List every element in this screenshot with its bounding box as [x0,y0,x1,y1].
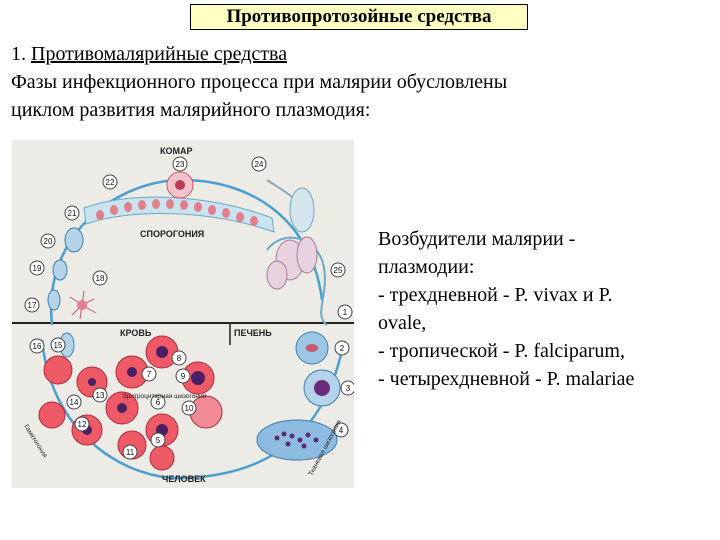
pathogens-line-4: ovale, [378,312,427,334]
stage-number-circle [150,432,166,448]
stage-number-circle [29,338,45,354]
pathogens-line-1: Возбудители малярии - [378,228,576,250]
intro-line-1: Фазы инфекционного процесса при малярии … [11,71,508,93]
label-sporogony: СПОРОГОНИЯ [140,229,204,239]
label-erythrocytic-schizogony: Эритроцитарная шизогония [122,393,207,400]
stage-number-20: 20 [44,237,53,246]
stage-number-circle [330,262,346,278]
intro-line-2: циклом развития малярийного плазмодия: [11,99,371,121]
stage-number-circle [333,422,349,438]
label-liver: ПЕЧЕНЬ [234,328,272,338]
stage-number-11: 11 [126,448,135,457]
stage-number-circle [92,270,108,286]
stage-number-1: 1 [343,308,348,317]
stage-number-circle [122,444,138,460]
stage-number-4: 4 [339,426,344,435]
stage-number-circle [141,366,157,382]
intro-heading: 1. Противомалярийные средства [11,43,288,65]
stage-number-circle [74,416,90,432]
pathogens-text: Возбудители малярии - плазмодии: - трехд… [378,225,708,393]
stage-number-8: 8 [177,354,182,363]
stage-number-5: 5 [156,436,161,445]
stage-number-22: 22 [106,178,115,187]
stage-number-circle [64,205,80,221]
stage-number-17: 17 [28,301,37,310]
slide-title: Противопротозойные средства [190,4,528,30]
stage-number-3: 3 [346,384,351,393]
stage-number-circle [66,394,82,410]
stage-number-circle [40,233,56,249]
intro-text: 1. Противомалярийные средства Фазы инфек… [11,40,507,124]
stage-number-9: 9 [181,372,186,381]
stage-number-2: 2 [340,344,345,353]
stage-number-circle [181,400,197,416]
stage-number-circle [24,297,40,313]
label-human: ЧЕЛОВЕК [162,474,206,484]
stage-number-circle [175,368,191,384]
stage-number-circle [150,394,166,410]
label-mosquito: КОМАР [160,146,193,156]
label-blood: КРОВЬ [120,328,152,338]
stage-number-circle [29,260,45,276]
stage-number-6: 6 [156,398,161,407]
intro-heading-underlined: Противомалярийные средства [31,43,288,65]
stage-number-24: 24 [255,160,264,169]
stage-number-circle [337,304,353,320]
stage-number-19: 19 [33,264,42,273]
stage-number-18: 18 [96,274,105,283]
stage-number-13: 13 [96,391,105,400]
stage-number-circle [102,174,118,190]
stage-number-16: 16 [33,342,42,351]
pathogens-line-6: - четырехдневной - P. malariae [378,368,635,390]
stage-number-15: 15 [54,341,63,350]
stage-number-7: 7 [147,370,152,379]
stage-number-circle [171,350,187,366]
stage-number-14: 14 [70,398,79,407]
stage-number-25: 25 [334,266,343,275]
pathogens-line-5: - тропической - P. falciparum, [378,340,625,362]
stage-number-10: 10 [185,404,194,413]
stage-number-circle [50,337,66,353]
pathogens-line-3: - трехдневной - P. vivax и P. [378,284,613,306]
stage-number-circle [251,156,267,172]
pathogens-line-2: плазмодии: [378,256,475,278]
stage-number-12: 12 [78,420,87,429]
stage-number-21: 21 [68,209,77,218]
stage-number-circle [172,156,188,172]
stage-number-23: 23 [176,160,185,169]
stage-number-circle [334,340,350,356]
stage-number-circle [92,387,108,403]
